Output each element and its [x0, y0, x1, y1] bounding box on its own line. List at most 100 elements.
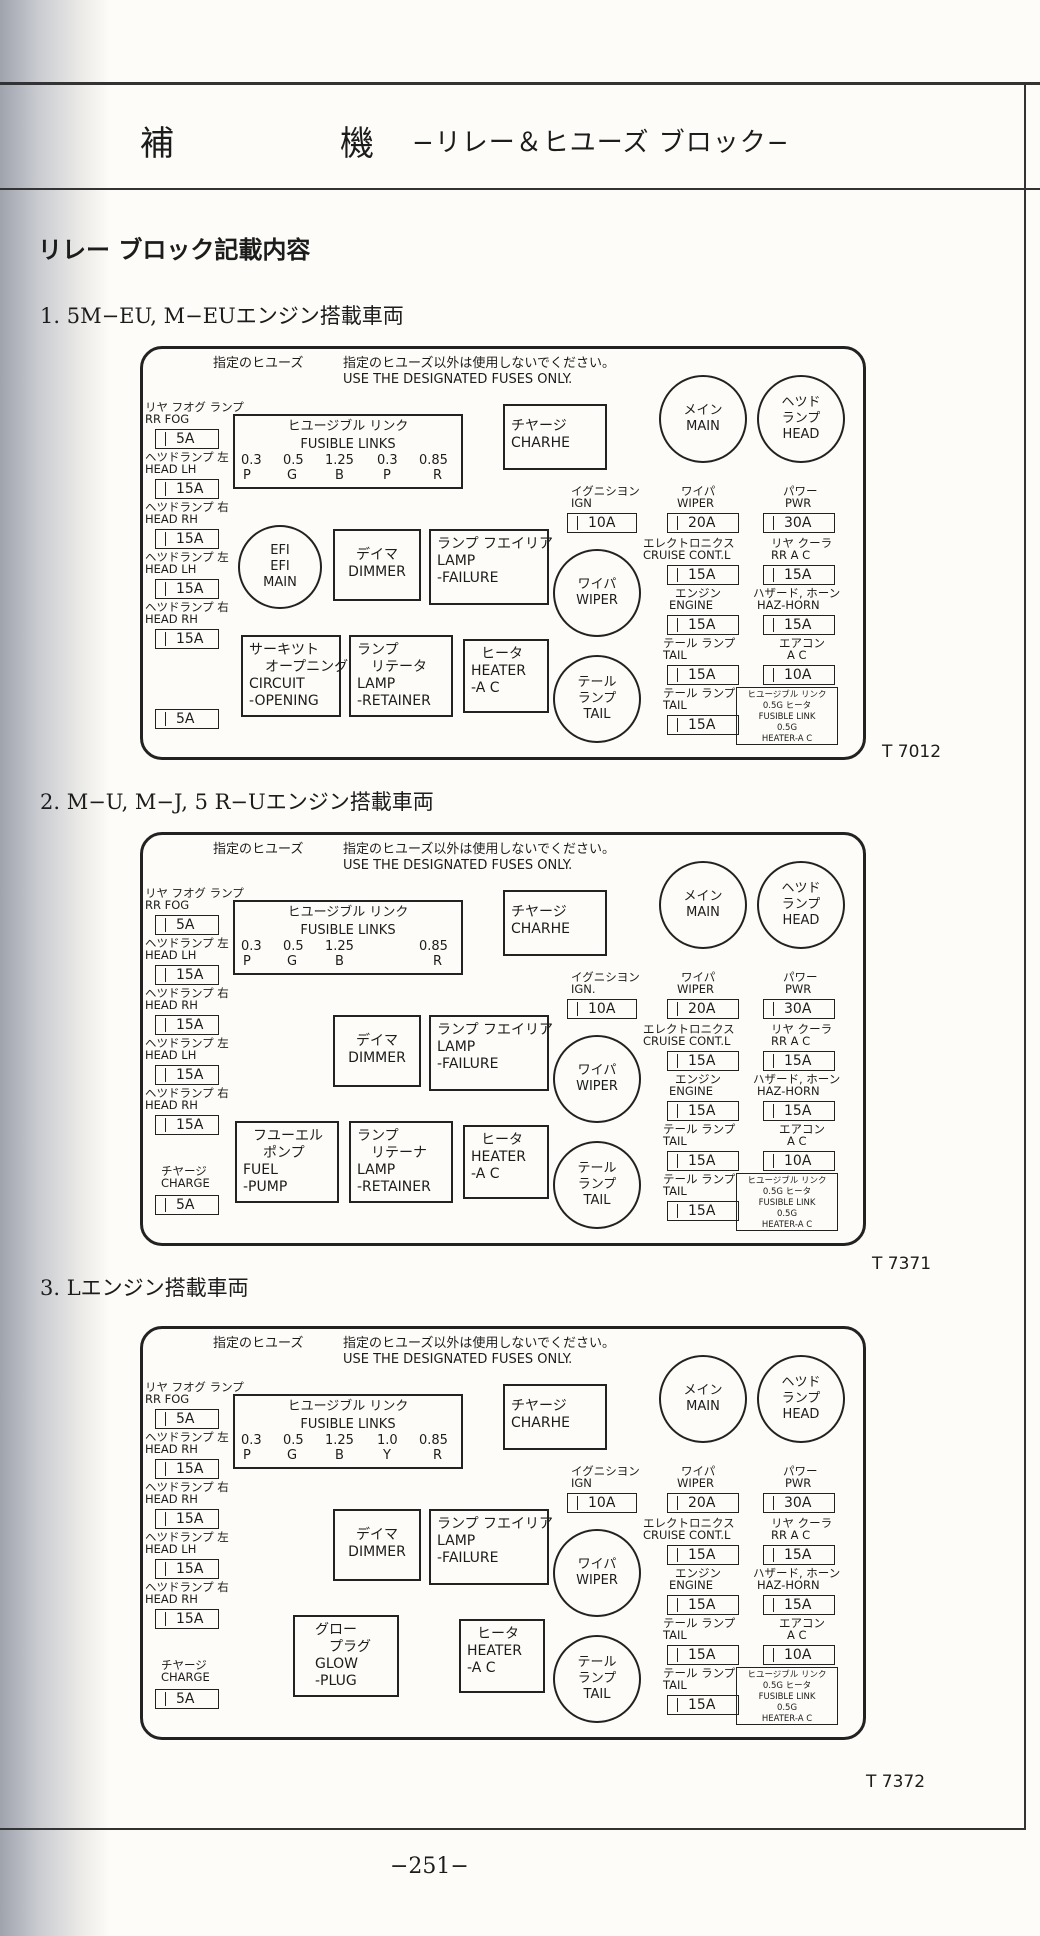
relay-label: -RETAINER: [357, 1179, 431, 1195]
notice-en-text: USE THE DESIGNATED FUSES ONLY.: [343, 1352, 573, 1367]
fuse-label-en: A C: [787, 1628, 807, 1642]
relay-dimmer: デイマ DIMMER: [333, 1509, 421, 1581]
notice-jp-label: 指定のヒユーズ: [213, 1336, 304, 1351]
note-line: HEATER-A C: [761, 734, 813, 744]
fuse: 30A: [763, 1493, 835, 1513]
relay-label: LAMP: [437, 1533, 476, 1549]
relay-label: テール: [577, 1655, 617, 1670]
fusible-size: 1.25: [325, 1433, 354, 1448]
notice-en-text: USE THE DESIGNATED FUSES ONLY.: [343, 858, 573, 873]
fuse-label-en: CRUISE CONT.L: [643, 1034, 731, 1048]
relay-label: デイマ: [356, 1033, 398, 1049]
diagram-1-heading: 1. 5M−EU, M−EUエンジン搭載車両: [40, 304, 404, 328]
relay-label: HEATER: [471, 663, 526, 679]
fuse-label-en: HEAD LH: [145, 562, 197, 576]
fuse-label-en: TAIL: [663, 1678, 687, 1692]
relay-label: -A C: [471, 680, 500, 696]
fuse-label-jp: イグニシヨン: [571, 484, 640, 498]
fuse-label-en: TAIL: [663, 698, 687, 712]
fusible-size: 0.85: [419, 1433, 448, 1448]
fusible-color: R: [433, 954, 443, 969]
relay-label: メイン: [683, 889, 723, 904]
relay-label: テール: [577, 1161, 617, 1176]
fuse-value: 15A: [176, 630, 204, 647]
fuse-value: 10A: [784, 1152, 812, 1169]
fuse-label-jp: エアコン: [779, 636, 825, 650]
relay-label: EFI: [270, 543, 290, 558]
fuse: 15A: [155, 965, 219, 985]
fuse-value: 15A: [176, 1016, 204, 1033]
fuse-label-jp: ヘツドランプ 右: [145, 1580, 229, 1594]
fuse-value: 20A: [688, 1000, 716, 1017]
note-line: HEATER-A C: [761, 1714, 813, 1724]
relay-heater-ac: ヒータ HEATER -A C: [463, 639, 549, 713]
fuse-value: 15A: [688, 716, 716, 733]
relay-label: ヘツド: [781, 1375, 821, 1390]
fuse-label-jp: エアコン: [779, 1122, 825, 1136]
fusible-color: P: [243, 954, 251, 969]
relay-label: ランプ: [357, 642, 399, 658]
fuse-label-jp: エレクトロニクス: [643, 536, 735, 550]
note-line: 0.5G ヒータ: [762, 1187, 812, 1197]
fuse-value: 5A: [176, 430, 195, 447]
fuse-label-en: TAIL: [663, 1628, 687, 1642]
fuse-label-en: TAIL: [663, 648, 687, 662]
page-frame-bottom: [0, 1828, 1026, 1830]
relay-label: オープニング: [265, 659, 349, 675]
fusible-links-title-jp: ヒユージブル リンク: [287, 1399, 409, 1414]
fuse-value: 15A: [688, 1696, 716, 1713]
fusible-color: R: [433, 468, 443, 483]
relay-label: ヒータ: [481, 646, 523, 662]
fuse-label-jp: ヘツドランプ 右: [145, 1480, 229, 1494]
fuse: 15A: [763, 1545, 835, 1565]
fuse: 15A: [667, 1151, 739, 1171]
fuse-value: 15A: [176, 530, 204, 547]
fusible-size: 0.85: [419, 939, 448, 954]
relay-lamp-retainer: ランプ リテーナ LAMP -RETAINER: [349, 1121, 453, 1203]
fuse-label-en: RR FOG: [145, 412, 190, 426]
fuse-value: 30A: [784, 514, 812, 531]
relay-label: テール: [577, 675, 617, 690]
fusible-color: B: [335, 468, 344, 483]
fuse-label-jp: テール ランプ: [663, 1616, 736, 1630]
relay-label: DIMMER: [348, 1050, 406, 1066]
relay-label: ランプ: [781, 897, 821, 912]
note-line: FUSIBLE LINK: [758, 712, 816, 722]
fuse-label-en: HEAD LH: [145, 462, 197, 476]
relay-label: ワイパ: [577, 1557, 617, 1572]
fuse-label-jp: リヤ フオグ ランプ: [145, 886, 244, 900]
fuse-label-jp: エレクトロニクス: [643, 1516, 735, 1530]
note-line: 0.5G ヒータ: [762, 1681, 812, 1691]
fuse-label-jp: エアコン: [779, 1616, 825, 1630]
fuse-label-jp: テール ランプ: [663, 1122, 736, 1136]
fuse: 30A: [763, 999, 835, 1019]
relay-label: ランプ: [357, 1128, 399, 1144]
relay-label: ランプ: [577, 1671, 617, 1686]
relay-label: -FAILURE: [437, 570, 499, 586]
fuse-label-jp: チヤージ: [161, 1164, 207, 1178]
relay-label: DIMMER: [348, 564, 406, 580]
relay-lamp-failure: ランプ フエイリア LAMP -FAILURE: [429, 1015, 553, 1091]
fuse-value: 15A: [176, 966, 204, 983]
fuse-value: 5A: [176, 1196, 195, 1213]
fuse: 20A: [667, 513, 739, 533]
relay-label: デイマ: [356, 547, 398, 563]
relay-circuit-opening: サーキツト オープニング CIRCUIT -OPENING: [241, 635, 349, 717]
fuse: 15A: [155, 1609, 219, 1629]
relay-label: ワイパ: [577, 1063, 617, 1078]
fuse: 15A: [155, 579, 219, 599]
fuse-label-en: HEAD RH: [145, 612, 198, 626]
fuse-label-en: ENGINE: [669, 598, 714, 612]
fuse-label-en: CRUISE CONT.L: [643, 1528, 731, 1542]
fuse-value: 15A: [784, 616, 812, 633]
fuse-label-jp: エンジン: [675, 1566, 721, 1580]
fusible-links-box: ヒユージブル リンク FUSIBLE LINKS 0.3 0.5 1.25 1.…: [233, 1394, 463, 1469]
fuse: 15A: [667, 565, 739, 585]
fuse-label-jp: ヘツドランプ 左: [145, 550, 229, 564]
fuse: 15A: [155, 1115, 219, 1135]
fuse: 10A: [567, 513, 637, 533]
fuse-label-jp: テール ランプ: [663, 1172, 736, 1186]
relay-block-panel-1: 指定のヒユーズ 指定のヒユーズ以外は使用しないでください。 USE THE DE…: [140, 346, 866, 760]
fusible-size: 0.5: [283, 939, 304, 954]
relay-label: MAIN: [686, 419, 720, 434]
